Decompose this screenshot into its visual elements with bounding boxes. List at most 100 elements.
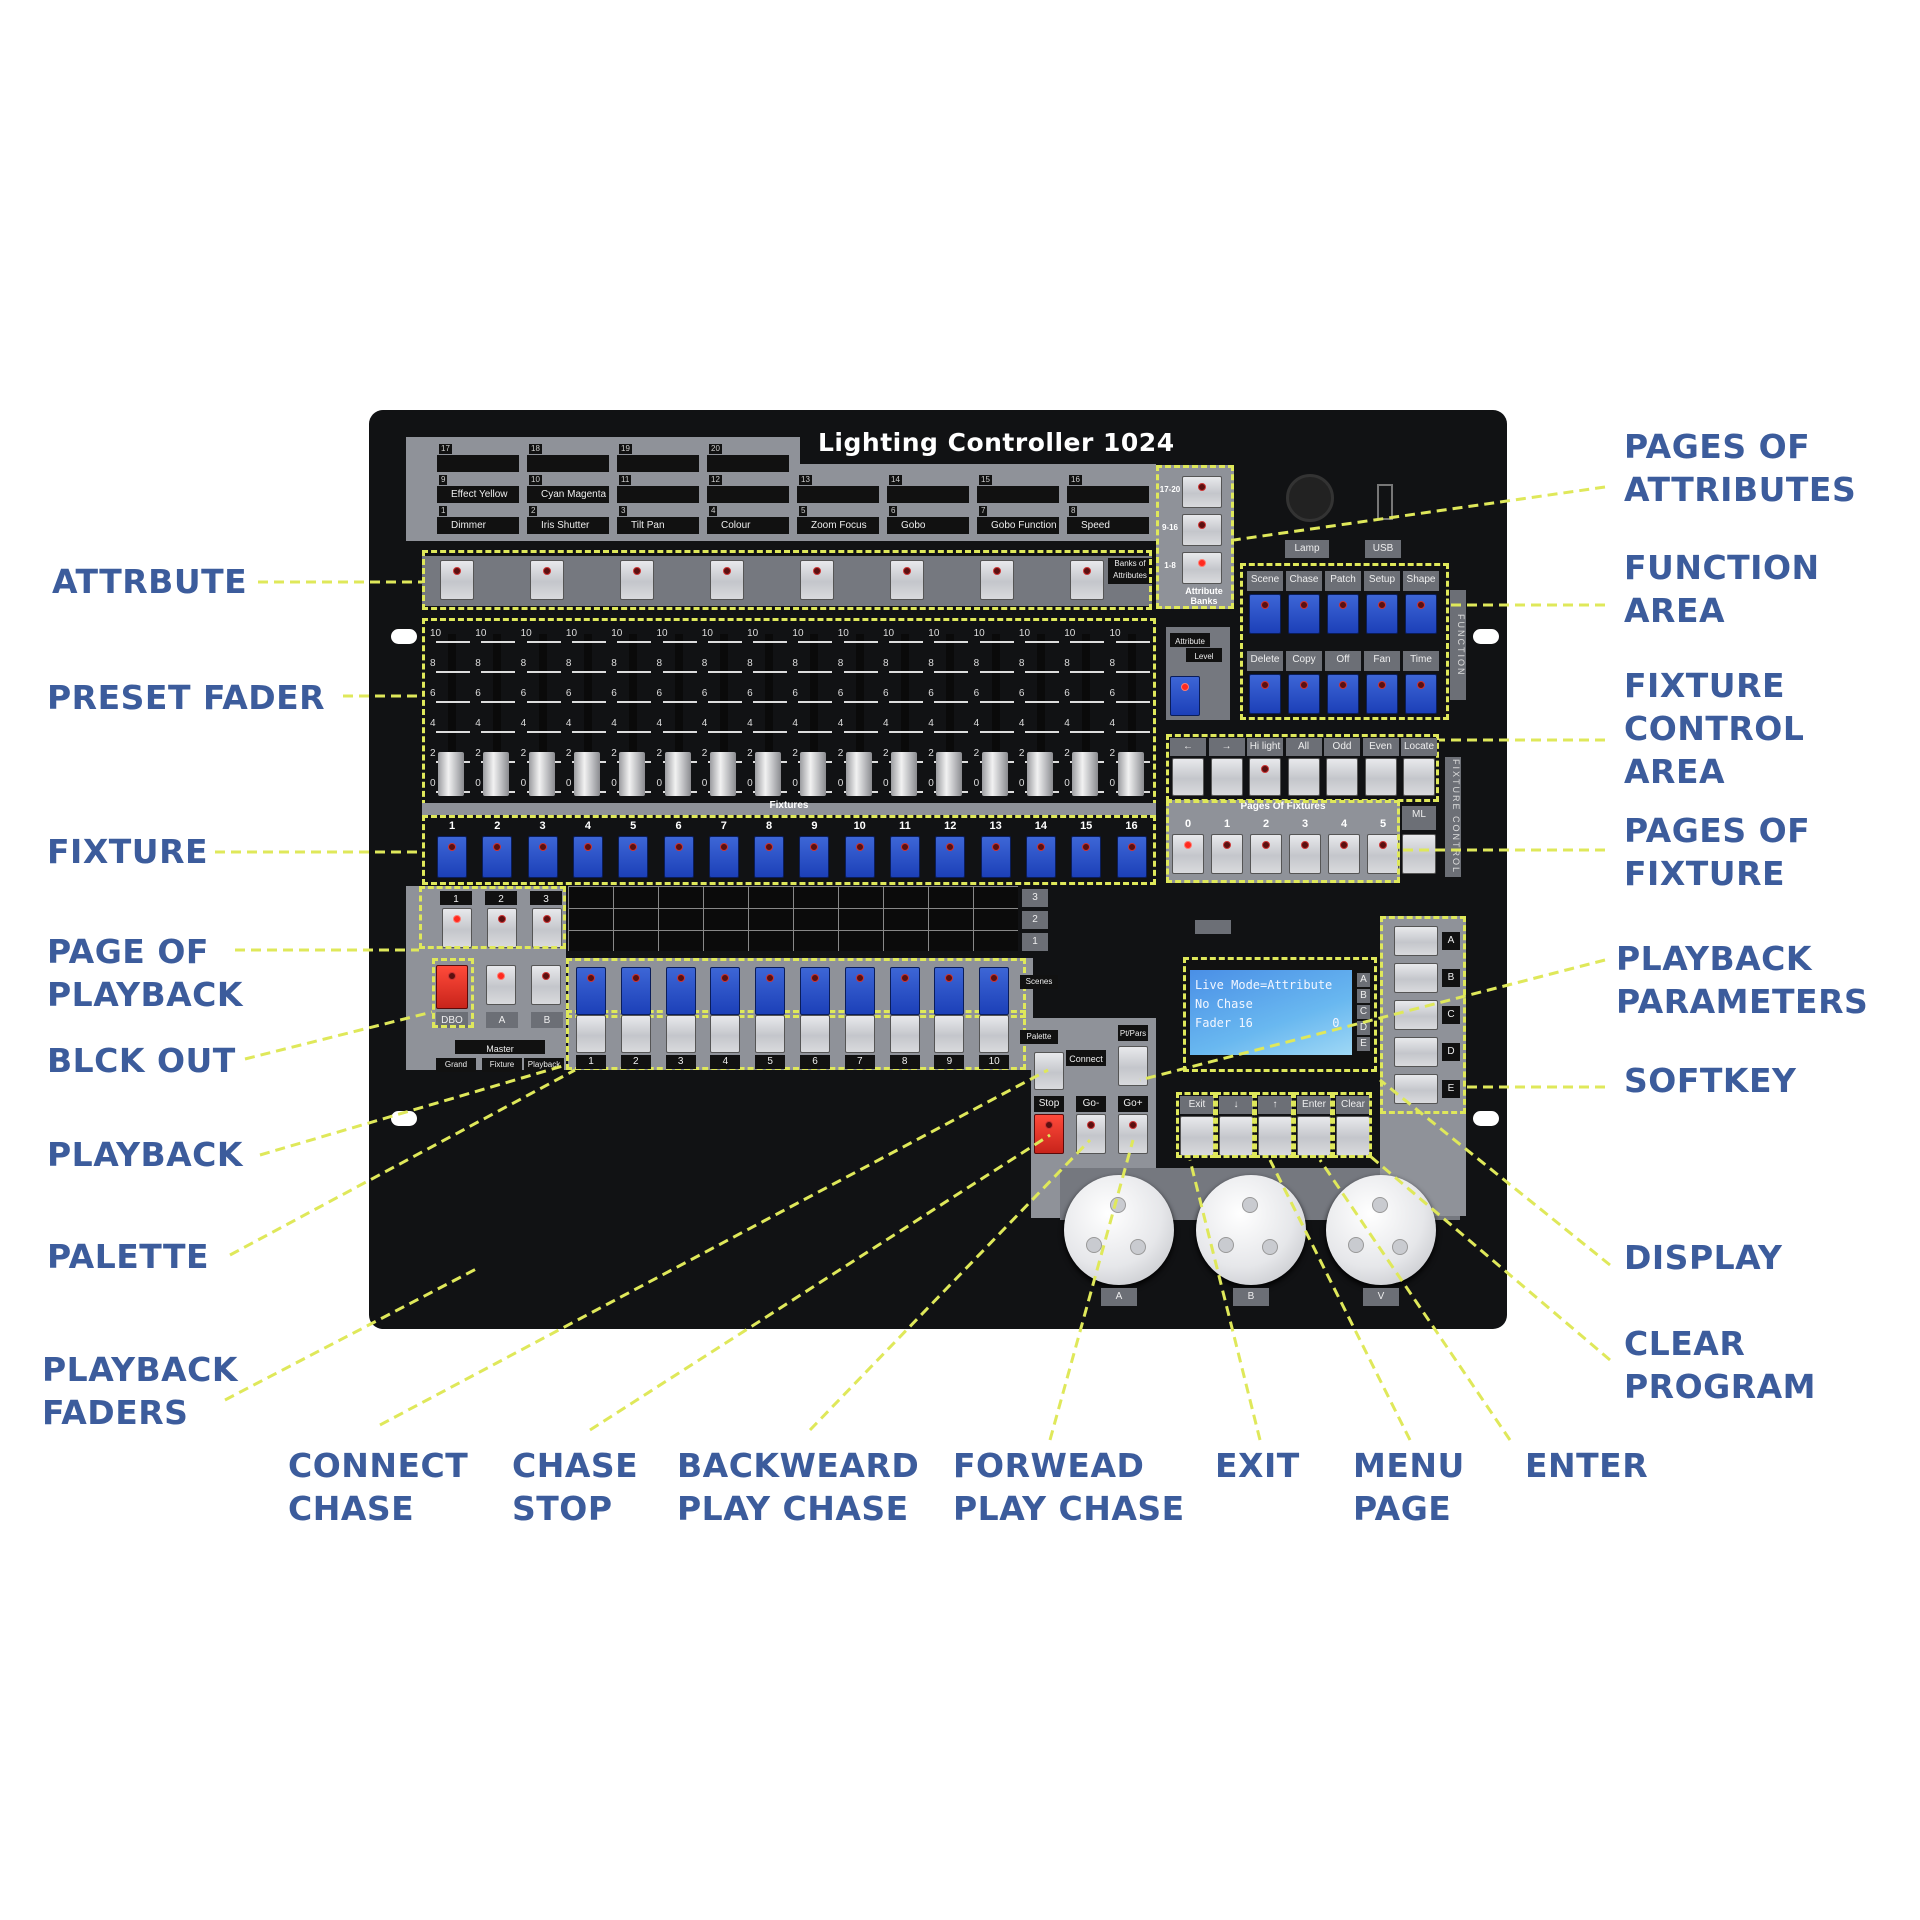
backward-play-chase-button[interactable] xyxy=(1076,1114,1106,1154)
preset-fader-track[interactable] xyxy=(448,634,456,794)
scene-button[interactable] xyxy=(620,967,651,1015)
fixture-page-button[interactable] xyxy=(1328,834,1360,874)
encoder-wheel-b[interactable] xyxy=(1196,1175,1306,1285)
function-key-chase[interactable] xyxy=(1288,594,1320,634)
attribute-button[interactable] xyxy=(620,560,654,600)
preset-fader-track[interactable] xyxy=(855,634,864,794)
fixture-button[interactable] xyxy=(890,836,920,878)
palette-button[interactable] xyxy=(620,1015,651,1053)
fixture-control-key[interactable] xyxy=(1364,758,1397,796)
preset-fader-knob[interactable] xyxy=(1072,752,1099,796)
attribute-bank-button[interactable] xyxy=(1182,514,1222,546)
scene-page-button[interactable]: 3 xyxy=(1022,889,1048,907)
preset-fader-track[interactable] xyxy=(629,634,638,794)
softkey-b[interactable] xyxy=(1394,963,1438,993)
fixture-page-button[interactable] xyxy=(1250,834,1282,874)
preset-fader-track[interactable] xyxy=(991,634,1000,794)
pt-pars-button[interactable] xyxy=(1118,1046,1148,1086)
preset-fader-knob[interactable] xyxy=(845,752,872,796)
playback-b-button[interactable] xyxy=(531,965,561,1005)
menu-key-exit[interactable] xyxy=(1180,1116,1214,1156)
preset-fader-knob[interactable] xyxy=(1026,752,1053,796)
preset-fader-track[interactable] xyxy=(538,634,547,794)
preset-fader-knob[interactable] xyxy=(936,752,963,796)
preset-fader-track[interactable] xyxy=(1036,634,1045,794)
preset-fader-track[interactable] xyxy=(674,634,683,794)
fixture-button[interactable] xyxy=(572,836,603,878)
function-key-shape[interactable] xyxy=(1405,594,1437,634)
preset-fader-track[interactable] xyxy=(946,634,955,794)
fixture-button[interactable] xyxy=(799,836,830,878)
scene-page-button[interactable]: 2 xyxy=(1022,911,1048,929)
function-key-patch[interactable] xyxy=(1327,594,1359,634)
preset-fader-track[interactable] xyxy=(1082,634,1091,794)
function-key-time[interactable] xyxy=(1405,674,1437,714)
function-key-scene[interactable] xyxy=(1249,594,1281,634)
fixture-button[interactable] xyxy=(482,836,513,878)
attribute-button[interactable] xyxy=(800,560,834,600)
scene-button[interactable] xyxy=(665,967,696,1015)
scene-button[interactable] xyxy=(889,967,920,1015)
forward-play-chase-button[interactable] xyxy=(1118,1114,1148,1154)
preset-fader-knob[interactable] xyxy=(573,752,600,796)
softkey-c[interactable] xyxy=(1394,1000,1438,1030)
scene-page-button[interactable]: 1 xyxy=(1022,933,1048,951)
palette-button[interactable] xyxy=(576,1015,606,1053)
fixture-control-key[interactable] xyxy=(1249,758,1281,796)
fixture-button[interactable] xyxy=(1071,836,1102,878)
scene-button[interactable] xyxy=(844,967,875,1015)
preset-fader-track[interactable] xyxy=(719,634,728,794)
attribute-button[interactable] xyxy=(1070,560,1104,600)
fixture-control-key[interactable] xyxy=(1287,758,1320,796)
palette-button[interactable] xyxy=(934,1015,965,1053)
attribute-level-button[interactable] xyxy=(1170,676,1200,716)
function-key-fan[interactable] xyxy=(1366,674,1398,714)
scene-button[interactable] xyxy=(979,967,1010,1015)
preset-fader-track[interactable] xyxy=(1127,634,1136,794)
encoder-wheel-v[interactable] xyxy=(1326,1175,1436,1285)
preset-fader-knob[interactable] xyxy=(619,752,646,796)
preset-fader-track[interactable] xyxy=(901,634,909,794)
fixture-button[interactable] xyxy=(437,836,467,878)
fixture-button[interactable] xyxy=(1116,836,1147,878)
palette-button[interactable] xyxy=(665,1015,696,1053)
preset-fader-knob[interactable] xyxy=(528,752,555,796)
attribute-button[interactable] xyxy=(980,560,1014,600)
preset-fader-track[interactable] xyxy=(583,634,592,794)
fixture-button[interactable] xyxy=(618,836,649,878)
scene-button[interactable] xyxy=(710,967,741,1015)
function-key-copy[interactable] xyxy=(1288,674,1320,714)
scene-button[interactable] xyxy=(576,967,606,1015)
chase-stop-button[interactable] xyxy=(1034,1114,1064,1154)
encoder-wheel-a[interactable] xyxy=(1064,1175,1174,1285)
function-key-setup[interactable] xyxy=(1366,594,1398,634)
preset-fader-knob[interactable] xyxy=(755,752,782,796)
scene-button[interactable] xyxy=(755,967,786,1015)
softkey-e[interactable] xyxy=(1394,1074,1438,1104)
palette-button[interactable] xyxy=(889,1015,920,1053)
fixture-page-button[interactable] xyxy=(1289,834,1321,874)
fixture-page-button[interactable] xyxy=(1367,834,1399,874)
fixture-button[interactable] xyxy=(754,836,785,878)
menu-key-down[interactable] xyxy=(1219,1116,1253,1156)
fixture-button[interactable] xyxy=(708,836,739,878)
palette-button[interactable] xyxy=(979,1015,1010,1053)
preset-fader-knob[interactable] xyxy=(1117,752,1144,796)
preset-fader-knob[interactable] xyxy=(891,752,917,796)
playback-page-button[interactable] xyxy=(487,908,517,948)
preset-fader-knob[interactable] xyxy=(483,752,510,796)
dbo-blackout-button[interactable] xyxy=(436,965,468,1009)
scene-button[interactable] xyxy=(934,967,965,1015)
attribute-bank-button[interactable] xyxy=(1182,476,1222,508)
attribute-bank-button[interactable] xyxy=(1182,552,1222,584)
attribute-button[interactable] xyxy=(530,560,564,600)
menu-key-up[interactable] xyxy=(1258,1116,1292,1156)
attribute-button[interactable] xyxy=(710,560,744,600)
attribute-button[interactable] xyxy=(440,560,474,600)
palette-button[interactable] xyxy=(710,1015,741,1053)
fixture-button[interactable] xyxy=(527,836,558,878)
fixture-page-button[interactable] xyxy=(1172,834,1204,874)
fixture-button[interactable] xyxy=(663,836,694,878)
function-key-delete[interactable] xyxy=(1249,674,1281,714)
connect-chase-button[interactable] xyxy=(1034,1052,1064,1090)
